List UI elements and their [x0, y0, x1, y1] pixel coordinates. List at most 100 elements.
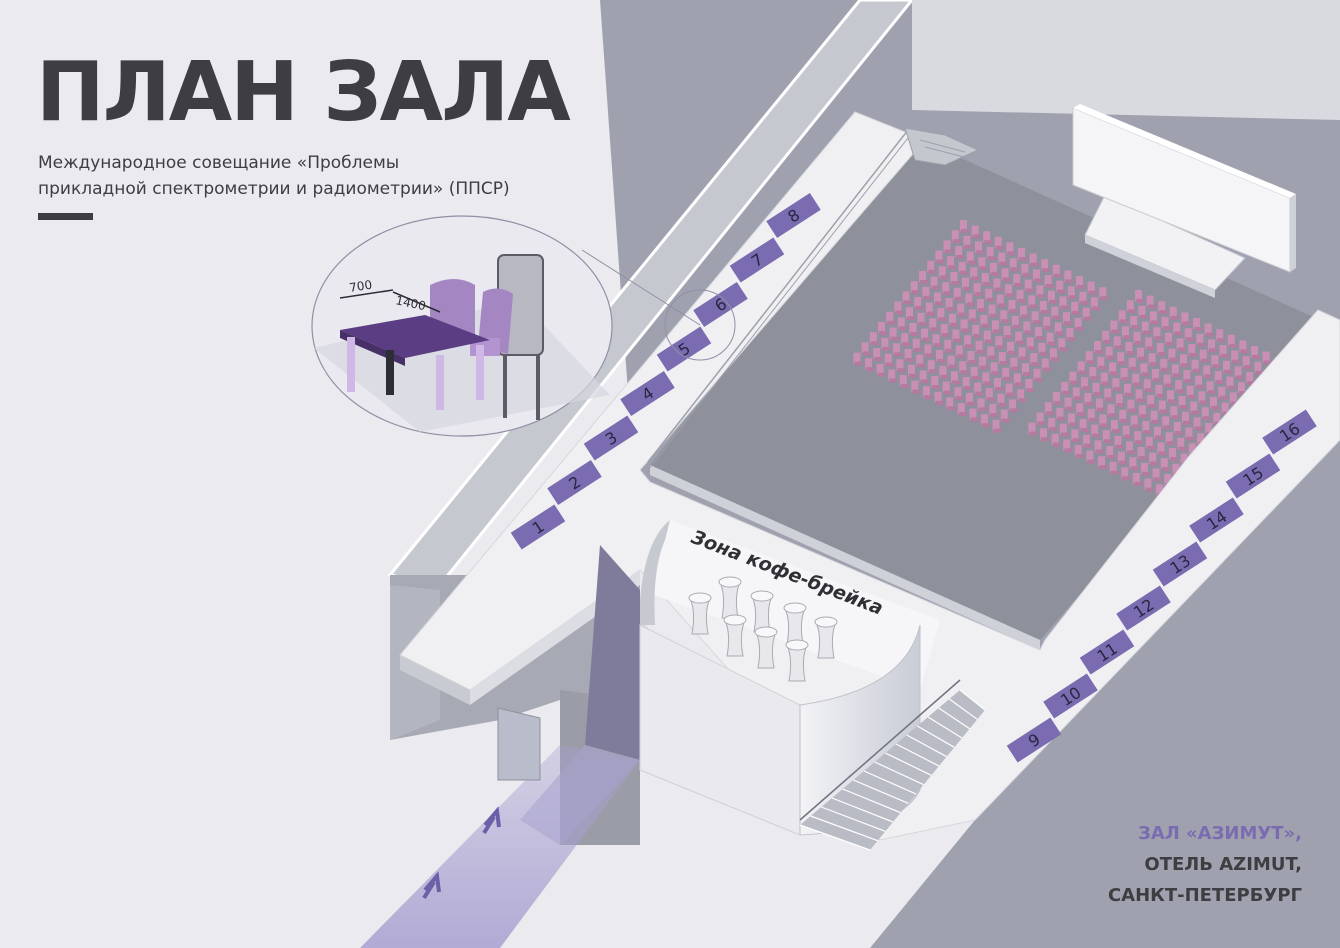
- audience-chair: [1048, 418, 1058, 431]
- audience-chair: [1082, 307, 1092, 321]
- audience-chair: [957, 403, 967, 416]
- audience-chair: [876, 363, 886, 377]
- audience-chair: [1196, 333, 1206, 347]
- audience-chair: [1051, 306, 1061, 320]
- audience-chair: [1092, 382, 1102, 396]
- audience-chair: [942, 381, 952, 395]
- audience-chair: [1135, 290, 1144, 303]
- audience-chair: [1074, 445, 1084, 458]
- audience-chair: [1036, 412, 1046, 426]
- audience-chair: [1079, 291, 1089, 305]
- audience-chair: [1190, 401, 1200, 415]
- audience-chair: [897, 317, 907, 331]
- audience-chair: [1141, 321, 1151, 335]
- audience-chair: [1056, 280, 1066, 294]
- audience-chair: [889, 327, 899, 341]
- audience-chair: [1231, 350, 1241, 364]
- audience-chair: [1183, 370, 1193, 383]
- audience-chair: [1084, 393, 1094, 406]
- audience-chair: [1145, 337, 1155, 351]
- dimension-depth-label: 700: [348, 278, 373, 295]
- audience-chair: [896, 359, 906, 373]
- audience-chair: [1013, 274, 1023, 287]
- title-underline: [38, 213, 93, 220]
- audience-chair: [899, 375, 909, 388]
- audience-chair: [927, 360, 937, 374]
- audience-chair: [1195, 375, 1204, 389]
- audience-chair: [936, 350, 945, 363]
- audience-chair: [1149, 452, 1159, 466]
- audience-chair: [951, 371, 960, 385]
- audience-chair: [1099, 287, 1109, 301]
- audience-chair: [968, 309, 978, 323]
- audience-chair: [1150, 410, 1160, 424]
- audience-chair: [1063, 312, 1072, 326]
- audience-chair: [1177, 437, 1187, 451]
- audience-chair: [1163, 374, 1173, 388]
- booth-left-2: 2: [547, 459, 602, 506]
- coffee-table: [688, 592, 712, 635]
- audience-chair: [1169, 448, 1178, 461]
- audience-chair: [970, 366, 980, 380]
- audience-chair: [1154, 426, 1163, 440]
- audience-chair: [1023, 321, 1033, 335]
- audience-chair: [994, 378, 1003, 391]
- audience-chair: [986, 247, 996, 260]
- audience-chair: [1126, 300, 1136, 314]
- audience-chair: [1006, 242, 1016, 256]
- audience-chair: [962, 377, 972, 390]
- audience-chair: [1041, 259, 1051, 273]
- audience-chair: [1168, 348, 1178, 362]
- audience-chair: [873, 348, 883, 361]
- coffee-table: [718, 576, 742, 619]
- audience-chair: [1087, 281, 1097, 295]
- audience-chair: [1206, 381, 1216, 395]
- audience-chair: [1076, 276, 1085, 289]
- audience-chair: [996, 294, 1006, 308]
- audience-chair: [1216, 329, 1226, 343]
- audience-chair: [1262, 351, 1272, 365]
- audience-chair: [916, 354, 926, 368]
- audience-chair: [937, 308, 947, 322]
- audience-chair: [1104, 388, 1114, 402]
- audience-chair: [1089, 367, 1099, 380]
- audience-chair: [1146, 295, 1156, 309]
- audience-chair: [1173, 422, 1183, 435]
- audience-chair: [904, 349, 914, 362]
- audience-chair: [919, 271, 928, 284]
- audience-chair: [1059, 423, 1069, 437]
- audience-chair: [1114, 435, 1124, 449]
- audience-chair: [1040, 428, 1049, 442]
- audience-chair: [1018, 248, 1027, 261]
- audience-chair: [1091, 424, 1101, 438]
- audience-chair: [1214, 371, 1224, 384]
- audience-chair: [894, 301, 904, 315]
- audience-chair: [1158, 400, 1168, 414]
- audience-chair: [1171, 364, 1181, 378]
- audience-chair: [888, 369, 898, 383]
- audience-chair: [1156, 343, 1166, 356]
- audience-chair: [1211, 355, 1221, 369]
- audience-chair: [1134, 431, 1144, 445]
- audience-chair: [1132, 473, 1142, 486]
- audience-chair: [950, 272, 960, 285]
- audience-chair: [1160, 458, 1170, 472]
- audience-chair: [992, 419, 1002, 433]
- audience-chair: [1013, 373, 1023, 387]
- audience-chair: [1085, 351, 1095, 365]
- audience-chair: [958, 261, 968, 275]
- audience-chair: [938, 266, 948, 280]
- audience-chair: [1119, 409, 1129, 423]
- audience-chair: [1137, 347, 1146, 361]
- audience-chair: [1138, 305, 1148, 319]
- audience-chair: [1029, 253, 1039, 267]
- audience-chair: [1109, 461, 1119, 475]
- audience-chair: [1109, 362, 1118, 376]
- audience-chair: [990, 362, 1000, 376]
- audience-chair: [989, 404, 999, 417]
- audience-chair: [914, 297, 924, 310]
- audience-chair: [1028, 422, 1038, 436]
- audience-chair: [1041, 358, 1051, 372]
- audience-chair: [1022, 363, 1031, 377]
- audience-chair: [1203, 365, 1213, 379]
